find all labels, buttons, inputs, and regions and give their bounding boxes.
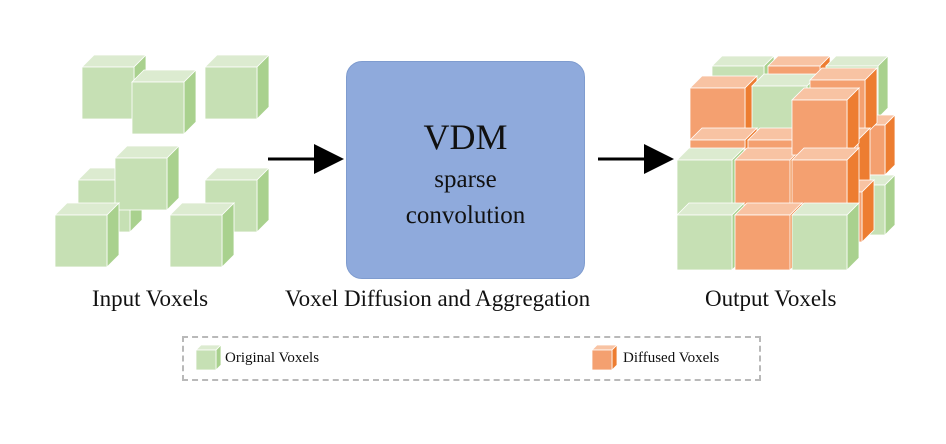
- legend: [182, 336, 761, 381]
- input-voxel: [169, 202, 235, 268]
- output-diffused-voxel: [791, 87, 860, 156]
- vdm-process-box: VDM sparse convolution: [346, 61, 585, 279]
- output-voxels-label: Output Voxels: [705, 286, 837, 311]
- input-voxel: [114, 145, 180, 211]
- output-voxels-group: [676, 55, 896, 271]
- legend-original-swatch: [195, 344, 222, 371]
- process-label: Voxel Diffusion and Aggregation: [285, 286, 591, 311]
- input-voxels-group: [54, 54, 270, 268]
- output-original-voxel: [676, 202, 745, 271]
- legend-diffused-swatch: [591, 344, 618, 371]
- input-voxel: [54, 202, 120, 268]
- vdm-subtitle-line-2: convolution: [405, 202, 526, 229]
- vdm-subtitle-line-1: sparse: [434, 166, 497, 193]
- legend-diffused-label: Diffused Voxels: [623, 350, 720, 366]
- legend-swatches: [195, 344, 618, 371]
- input-voxels-label: Input Voxels: [92, 286, 209, 311]
- vdm-title: VDM: [423, 117, 508, 157]
- input-voxel: [131, 69, 197, 135]
- output-original-voxel: [791, 202, 860, 271]
- input-voxel: [204, 54, 270, 120]
- legend-original-label: Original Voxels: [225, 350, 320, 366]
